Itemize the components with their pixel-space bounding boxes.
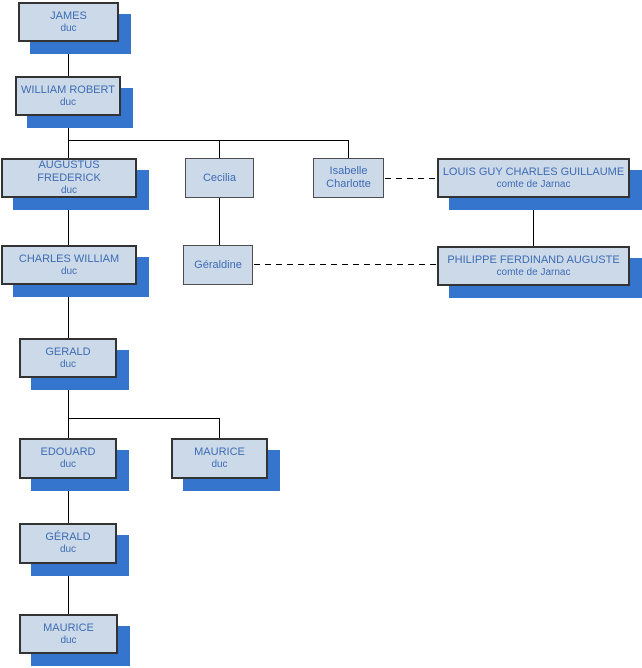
person-name: GÉRALD xyxy=(45,531,91,543)
person-name: AUGUSTUS FREDERICK xyxy=(37,159,101,184)
person-name: Isabelle Charlotte xyxy=(326,165,371,190)
person-node-edouard[interactable]: EDOUARD duc xyxy=(19,438,117,479)
person-name: LOUIS GUY CHARLES GUILLAUME xyxy=(442,165,625,178)
person-name: PHILIPPE FERDINAND AUGUSTE xyxy=(447,253,620,266)
person-node-geraldine[interactable]: Géraldine xyxy=(183,245,253,285)
connector-line xyxy=(68,479,69,523)
person-name: CHARLES WILLIAM xyxy=(18,252,120,265)
connector-line xyxy=(533,198,534,246)
connector-line xyxy=(68,140,349,141)
person-name: MAURICE xyxy=(43,621,94,634)
person-node-charles-william[interactable]: CHARLES WILLIAM duc xyxy=(1,245,137,285)
person-name: WILLIAM ROBERT xyxy=(21,83,115,96)
person-node-gerald[interactable]: GERALD duc xyxy=(19,338,117,378)
connector-line xyxy=(219,198,220,245)
person-title: duc xyxy=(211,459,228,470)
person-title: duc xyxy=(59,96,77,108)
person-title: duc xyxy=(60,22,77,34)
person-node-gerald-2[interactable]: GÉRALD duc xyxy=(19,523,117,564)
connector-line xyxy=(68,198,69,245)
person-node-augustus-frederick[interactable]: AUGUSTUS FREDERICK duc xyxy=(1,158,137,198)
person-name: GERALD xyxy=(45,345,91,358)
person-title: duc xyxy=(60,185,78,196)
connector-line xyxy=(68,378,69,418)
connector-line xyxy=(219,140,220,158)
person-title: duc xyxy=(59,459,77,470)
connector-line xyxy=(219,418,220,438)
person-title: duc xyxy=(59,358,77,370)
connector-line xyxy=(68,140,69,158)
person-name: MAURICE xyxy=(194,446,245,458)
person-title: duc xyxy=(60,265,78,277)
person-title: duc xyxy=(60,634,77,646)
person-node-philippe-ferdinand-auguste[interactable]: PHILIPPE FERDINAND AUGUSTE comte de Jarn… xyxy=(437,246,630,286)
person-name: Géraldine xyxy=(194,258,242,271)
person-title: duc xyxy=(59,544,77,555)
person-node-james[interactable]: JAMES duc xyxy=(18,2,119,42)
marriage-dashed-line xyxy=(254,264,436,265)
connector-line xyxy=(68,285,69,338)
person-node-cecilia[interactable]: Cecilia xyxy=(185,158,254,198)
person-node-william-robert[interactable]: WILLIAM ROBERT duc xyxy=(15,76,121,116)
person-title: comte de Jarnac xyxy=(496,266,571,278)
person-node-isabelle-charlotte[interactable]: Isabelle Charlotte xyxy=(313,158,384,198)
marriage-dashed-line xyxy=(385,178,436,179)
connector-line xyxy=(68,418,69,438)
person-name: JAMES xyxy=(50,9,87,22)
connector-line xyxy=(68,564,69,614)
person-name: EDOUARD xyxy=(40,446,96,458)
person-node-louis-guy-charles-guillaume[interactable]: LOUIS GUY CHARLES GUILLAUME comte de Jar… xyxy=(437,158,630,198)
person-node-maurice-2[interactable]: MAURICE duc xyxy=(19,614,118,654)
person-title: comte de Jarnac xyxy=(496,178,571,190)
connector-line xyxy=(68,418,220,419)
person-node-maurice[interactable]: MAURICE duc xyxy=(171,438,268,479)
connector-line xyxy=(348,140,349,158)
connector-line xyxy=(68,42,69,76)
connector-line xyxy=(68,116,69,140)
person-name: Cecilia xyxy=(202,171,236,184)
